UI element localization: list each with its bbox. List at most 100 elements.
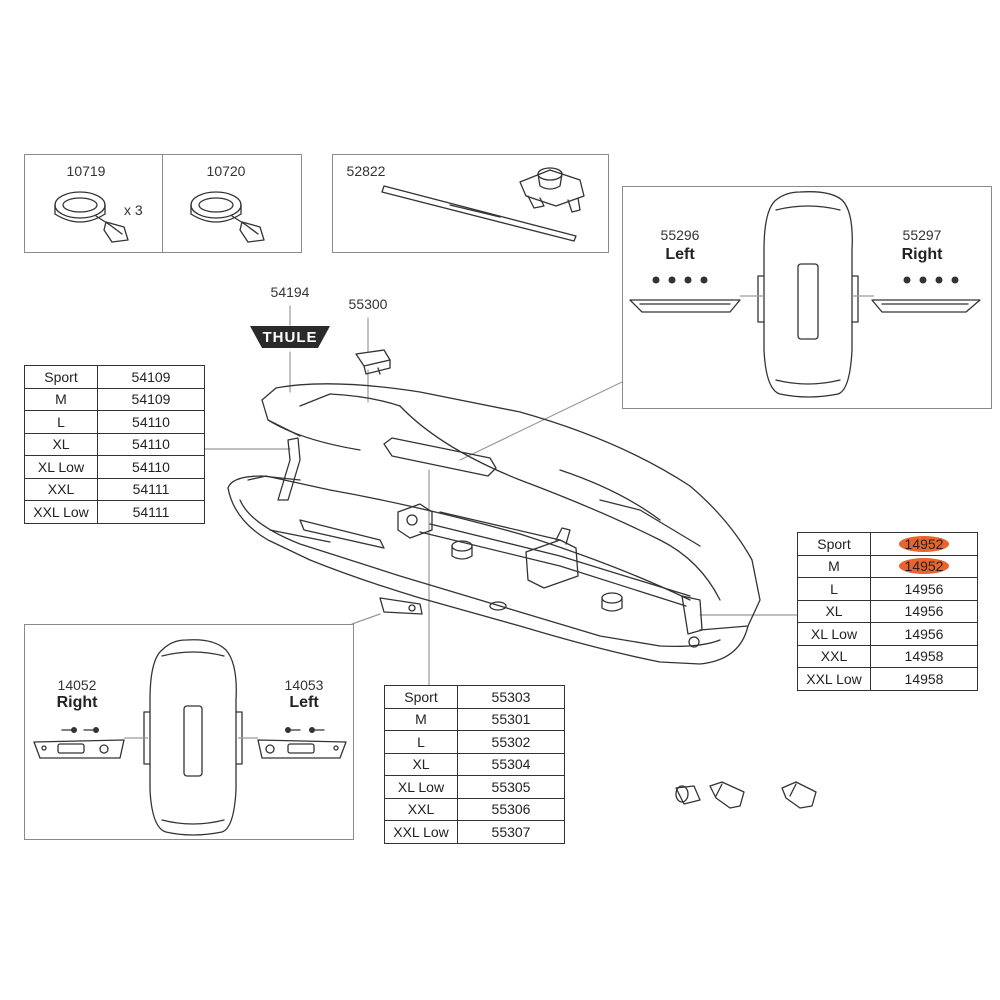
part-number: 55302 (491, 733, 531, 750)
end-cap-right-part-label: 55297 (902, 227, 942, 243)
hinge-row: XL Low 14956 (797, 622, 978, 646)
size-cell: XL Low (797, 622, 871, 646)
size-cell: Sport (384, 685, 458, 709)
size-cell: Sport (24, 365, 98, 389)
part-number-cell: 55303 (457, 685, 565, 709)
part-number: 55303 (491, 688, 531, 705)
handles-frame (24, 624, 354, 840)
lid-lifter-row: XL 54110 (24, 432, 205, 456)
part-number: 14956 (904, 580, 944, 597)
highlighted-part-number: 14952 (898, 558, 950, 575)
size-cell: XXL (384, 797, 458, 821)
handle-right-side-label: Right (56, 694, 98, 711)
size-cell: M (24, 387, 98, 411)
part-number-cell: 55307 (457, 820, 565, 844)
part-number-cell: 54109 (97, 365, 205, 389)
logo-part-label: 54194 (270, 284, 310, 300)
hinge-row: XXL Low 14958 (797, 667, 978, 691)
part-number-cell: 55301 (457, 707, 565, 731)
lid-lifter-row: L 54110 (24, 410, 205, 434)
part-number: 14958 (904, 670, 944, 687)
size-cell: L (24, 410, 98, 434)
base-rail-row: M 55301 (384, 707, 565, 731)
part-number-cell: 54110 (97, 410, 205, 434)
lid-lifter-row: M 54109 (24, 387, 205, 411)
part-number-cell: 54109 (97, 387, 205, 411)
part-number-cell: 14956 (870, 599, 978, 623)
part-number: 14958 (904, 648, 944, 665)
mount-kit-label: 52822 (346, 163, 386, 179)
clip-55300-drawing (355, 349, 391, 375)
strap-10720-label: 10720 (206, 163, 246, 179)
part-number-cell: 54111 (97, 477, 205, 501)
base-rail-row: L 55302 (384, 730, 565, 754)
strap-10719-label: 10719 (66, 163, 106, 179)
part-number: 55305 (491, 778, 531, 795)
end-caps-frame (622, 186, 992, 409)
handle-left-part-label: 14053 (284, 677, 324, 693)
part-number-cell: 54111 (97, 500, 205, 524)
part-number-cell: 14958 (870, 667, 978, 691)
hinge-row: L 14956 (797, 577, 978, 601)
base-rail-row: XL Low 55305 (384, 775, 565, 799)
part-number: 54109 (131, 368, 171, 385)
part-number: 54109 (131, 391, 171, 408)
size-cell: XXL Low (384, 820, 458, 844)
size-cell: XL Low (24, 455, 98, 479)
part-number-cell: 14956 (870, 622, 978, 646)
logo-badge-shape (250, 326, 330, 348)
part-number-cell: 14952 (870, 532, 978, 556)
part-number: 55307 (491, 823, 531, 840)
part-number-cell: 54110 (97, 432, 205, 456)
part-number: 14956 (904, 625, 944, 642)
size-cell: M (797, 554, 871, 578)
part-number-cell: 14958 (870, 644, 978, 668)
base-rail-row: Sport 55303 (384, 685, 565, 709)
logo-text: THULE (262, 329, 318, 346)
end-cap-left-side-label: Left (665, 246, 695, 263)
hinge-row: M 14952 (797, 554, 978, 578)
part-number: 55301 (491, 711, 531, 728)
size-cell: XL Low (384, 775, 458, 799)
part-number: 55306 (491, 801, 531, 818)
size-cell: M (384, 707, 458, 731)
size-cell: XXL (24, 477, 98, 501)
size-cell: XL (384, 752, 458, 776)
part-number: 14956 (904, 603, 944, 620)
part-number: 54110 (132, 436, 170, 453)
part-number-cell: 55304 (457, 752, 565, 776)
size-cell: XL (24, 432, 98, 456)
handle-left-side-label: Left (289, 694, 319, 711)
cargo-box-drawing (227, 383, 761, 665)
lock-and-keys-drawing (675, 781, 817, 809)
part-number: 55304 (491, 756, 531, 773)
lid-lifter-row: Sport 54109 (24, 365, 205, 389)
base-rail-row: XL 55304 (384, 752, 565, 776)
size-cell: XL (797, 599, 871, 623)
clip-part-label: 55300 (348, 296, 388, 312)
part-number-cell: 14956 (870, 577, 978, 601)
base-rail-row: XXL Low 55307 (384, 820, 565, 844)
part-number-cell: 55306 (457, 797, 565, 821)
part-number: 54111 (132, 503, 170, 520)
end-cap-left-part-label: 55296 (660, 227, 700, 243)
size-cell: L (384, 730, 458, 754)
hinge-row: XXL 14958 (797, 644, 978, 668)
size-cell: XXL Low (797, 667, 871, 691)
size-cell: L (797, 577, 871, 601)
size-cell: XXL Low (24, 500, 98, 524)
highlighted-part-number: 14952 (898, 535, 950, 552)
part-number: 54110 (132, 413, 170, 430)
part-number-cell: 55305 (457, 775, 565, 799)
size-cell: XXL (797, 644, 871, 668)
strap-quantity-label: x 3 (124, 202, 143, 218)
part-number-cell: 55302 (457, 730, 565, 754)
base-rail-row: XXL 55306 (384, 797, 565, 821)
